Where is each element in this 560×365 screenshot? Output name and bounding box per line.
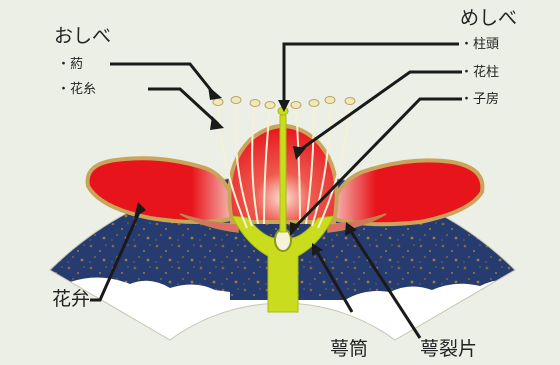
label-ovary: ・子房 — [460, 92, 500, 107]
label-style: ・花柱 — [460, 65, 500, 80]
sepal-left — [179, 213, 239, 233]
label-sepal: 萼裂片 — [420, 338, 478, 360]
label-pistil: めしべ — [460, 7, 518, 29]
label-anther: ・葯 — [57, 57, 84, 72]
label-filament: ・花糸 — [57, 82, 97, 97]
sepal-right — [327, 213, 387, 233]
label-hypanthium: 萼筒 — [330, 338, 369, 360]
left-petal — [85, 156, 239, 224]
stamens — [217, 103, 351, 229]
receptacle — [231, 215, 335, 313]
anthers — [212, 96, 356, 109]
leader-lines — [90, 42, 462, 339]
label-stigma: ・柱頭 — [460, 37, 500, 52]
label-stamen: おしべ — [54, 25, 112, 47]
leader-arrowheads — [134, 86, 357, 256]
label-petal: 花弁 — [52, 288, 91, 310]
right-petal — [327, 158, 485, 227]
pistil-style — [279, 112, 287, 233]
